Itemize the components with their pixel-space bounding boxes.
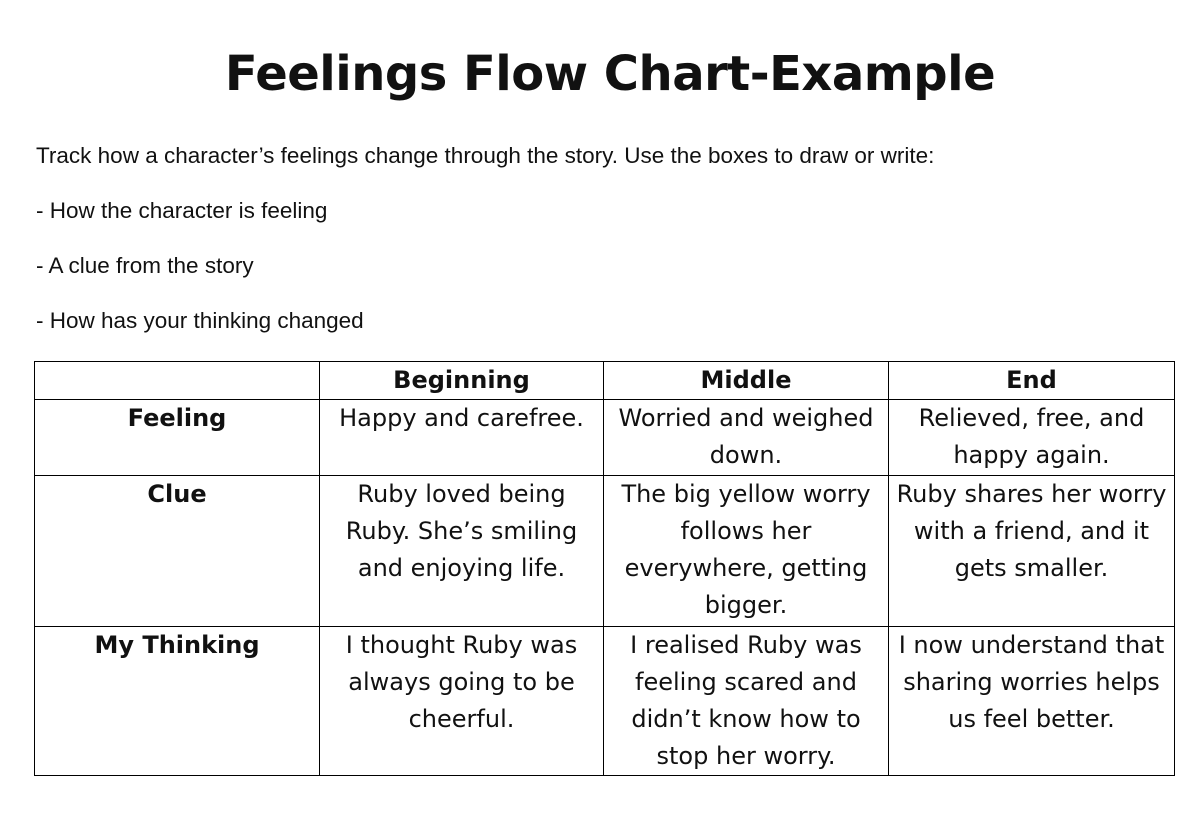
cell-feeling-beginning: Happy and carefree. <box>319 399 604 476</box>
row-label-my-thinking: My Thinking <box>34 626 320 776</box>
cell-feeling-middle: Worried and weighed down. <box>603 399 889 476</box>
header-end: End <box>888 361 1175 400</box>
instruction-bullet-feeling: - How the character is feeling <box>36 198 328 223</box>
cell-clue-beginning: Ruby loved being Ruby. She’s smiling and… <box>319 475 604 627</box>
cell-thinking-beginning: I thought Ruby was always going to be ch… <box>319 626 604 776</box>
table-header-row: Beginning Middle End <box>34 361 1175 400</box>
row-label-clue: Clue <box>34 475 320 627</box>
instructions-text: Track how a character’s feelings change … <box>36 143 935 168</box>
instruction-bullet-clue: - A clue from the story <box>36 253 254 278</box>
table-row-feeling: Feeling Happy and carefree. Worried and … <box>34 399 1175 476</box>
cell-clue-end: Ruby shares her worry with a friend, and… <box>888 475 1175 627</box>
cell-feeling-end: Relieved, free, and happy again. <box>888 399 1175 476</box>
header-middle: Middle <box>603 361 889 400</box>
table-row-my-thinking: My Thinking I thought Ruby was always go… <box>34 626 1175 776</box>
feelings-flow-table: Beginning Middle End Feeling Happy and c… <box>34 361 1175 776</box>
instruction-bullet-thinking: - How has your thinking changed <box>36 308 364 333</box>
cell-thinking-end: I now understand that sharing worries he… <box>888 626 1175 776</box>
header-corner-cell <box>34 361 320 400</box>
row-label-feeling: Feeling <box>34 399 320 476</box>
cell-clue-middle: The big yellow worry follows her everywh… <box>603 475 889 627</box>
cell-thinking-middle: I realised Ruby was feeling scared and d… <box>603 626 889 776</box>
header-beginning: Beginning <box>319 361 604 400</box>
page-title: Feelings Flow Chart-Example <box>224 46 996 102</box>
table-row-clue: Clue Ruby loved being Ruby. She’s smilin… <box>34 475 1175 627</box>
